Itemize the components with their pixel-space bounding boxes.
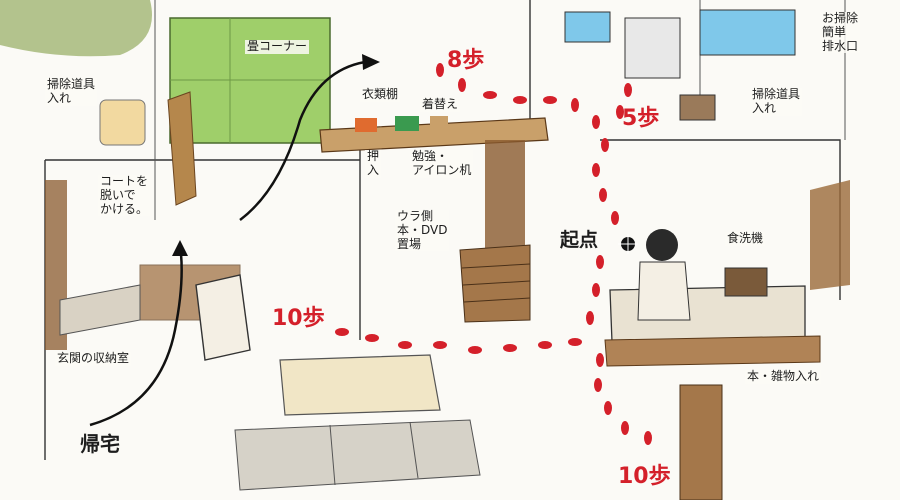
back-side-label: ウラ側 本・DVD 置場 xyxy=(395,209,450,252)
steps-bottom: 10歩 xyxy=(618,464,671,489)
person-body xyxy=(637,261,691,321)
start-point-label: 起点 xyxy=(560,229,599,251)
appliance xyxy=(624,17,681,79)
cleaning-tools-left-label: 掃除道具 入れ xyxy=(45,77,98,106)
tall-cabinet xyxy=(679,384,723,500)
sofa xyxy=(279,354,441,416)
clothes-shelf-label: 衣類棚 xyxy=(360,87,401,102)
tatami-corner-label: 畳コーナー xyxy=(245,39,310,54)
steps-right: 5歩 xyxy=(622,106,660,131)
footstep-trail xyxy=(335,63,652,445)
bathtub xyxy=(699,9,796,56)
coat-hang-label: コートを 脱いで かける。 xyxy=(98,174,151,217)
clothes-shelf xyxy=(319,117,549,153)
sink xyxy=(564,11,611,43)
drain-note-label: お掃除 簡単 排水口 xyxy=(820,11,861,54)
entrance-door xyxy=(195,274,251,361)
study-ironing-label: 勉強・ アイロン机 xyxy=(410,149,474,178)
closet-label: 押 入 xyxy=(365,149,382,178)
change-clothes-label: 着替え xyxy=(420,97,461,112)
path-arrow xyxy=(239,60,366,221)
return-arrow xyxy=(89,244,183,427)
entrance-storage-label: 玄関の収納室 xyxy=(55,351,132,366)
garden-greenery xyxy=(0,0,152,57)
cabinet-left xyxy=(99,99,146,146)
steps-upper-left: 8歩 xyxy=(447,48,485,73)
dishwasher-label: 食洗機 xyxy=(725,231,766,246)
steps-left: 10歩 xyxy=(272,306,325,331)
return-home-label: 帰宅 xyxy=(80,432,120,456)
dishwasher-box xyxy=(724,267,768,297)
counter-storage xyxy=(604,335,821,367)
person-head xyxy=(646,229,678,261)
books-storage-label: 本・雑物入れ xyxy=(745,369,822,384)
cleaning-tools-right-label: 掃除道具 入れ xyxy=(750,87,803,116)
wood-panel xyxy=(167,91,197,206)
floor-mat xyxy=(234,419,481,491)
